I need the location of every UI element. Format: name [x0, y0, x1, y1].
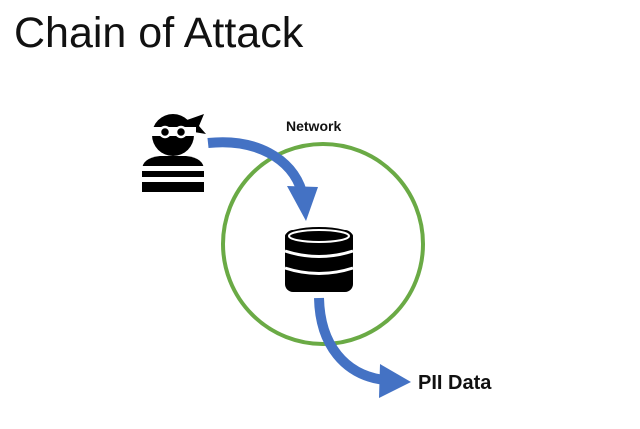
- pii-data-label: PII Data: [418, 372, 492, 394]
- network-label: Network: [286, 118, 342, 134]
- database-icon: [284, 227, 354, 292]
- network-boundary-circle: [221, 142, 425, 346]
- hacker-icon: [140, 114, 206, 192]
- exfiltration-arrow: [314, 297, 411, 398]
- intrusion-arrow: [207, 137, 318, 221]
- slide-title: Chain of Attack: [14, 9, 304, 57]
